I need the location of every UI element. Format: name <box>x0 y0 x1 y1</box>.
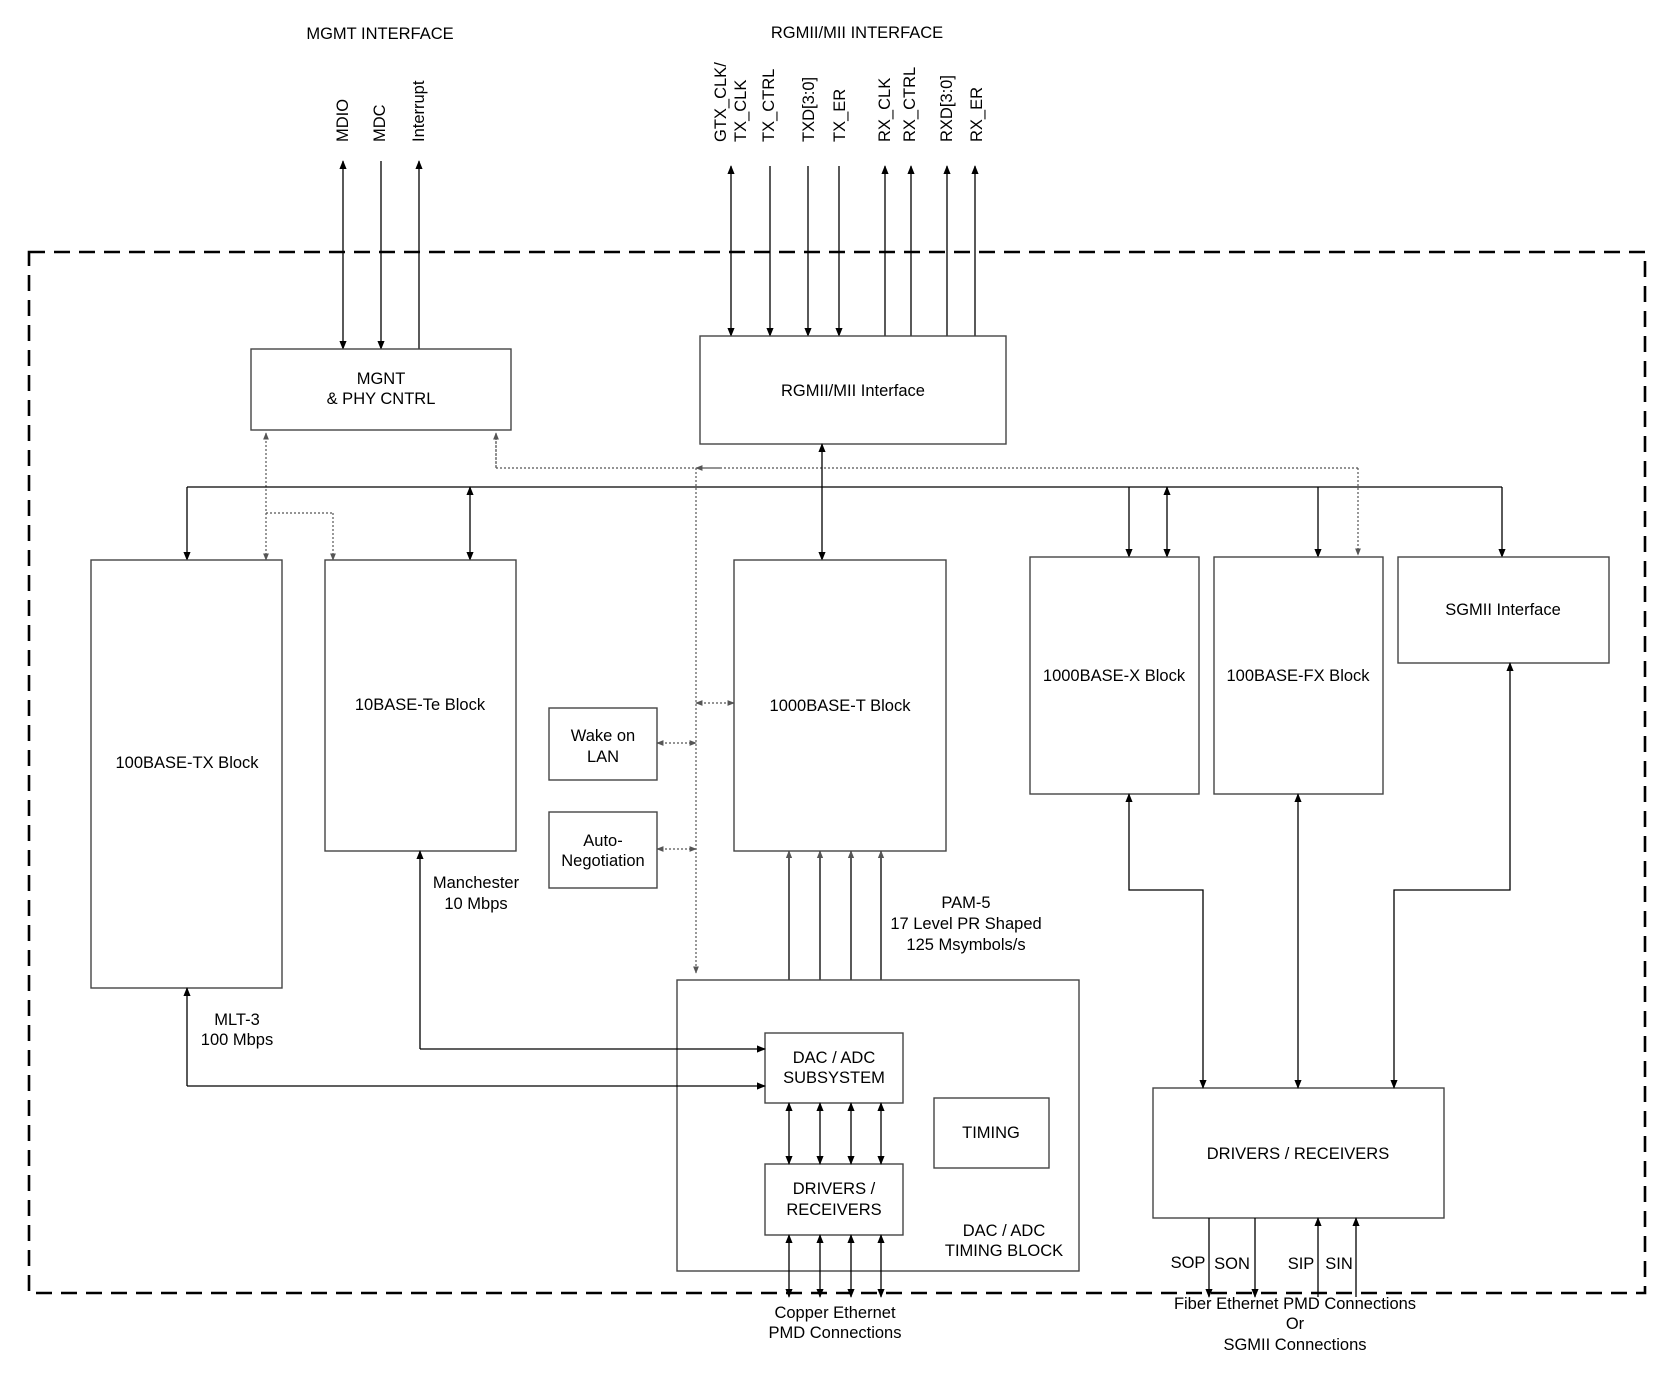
analog-routes <box>183 850 766 1090</box>
signal-sop: SOP <box>1171 1254 1206 1272</box>
copper-pmd-label-1: Copper Ethernet <box>774 1304 895 1322</box>
1000base-x-block <box>1029 556 1200 795</box>
signal-sip: SIP <box>1288 1255 1315 1273</box>
signal-gtx-clk: GTX_CLK/ <box>712 62 730 142</box>
rgmii-signal-lines <box>727 165 979 337</box>
100base-tx-label: 100BASE-TX Block <box>115 754 259 772</box>
fiber-drivers-receivers-block <box>1152 1087 1445 1219</box>
signal-rxd: RXD[3:0] <box>938 75 956 142</box>
mgmt-interface-header: MGMT INTERFACE <box>306 25 453 43</box>
signal-interrupt: Interrupt <box>410 80 428 142</box>
fiber-signal-lines <box>1205 1217 1360 1298</box>
copper-drivers-receivers-block <box>764 1163 904 1236</box>
copper-drivers-receivers-label-1: DRIVERS / <box>793 1180 876 1198</box>
wake-on-lan-block <box>548 707 658 781</box>
1000base-x-label: 1000BASE-X Block <box>1043 667 1186 685</box>
1000base-t-block <box>733 559 947 852</box>
fiber-pmd-label-2: Or <box>1286 1315 1305 1333</box>
rgmii-interface-header: RGMII/MII INTERFACE <box>771 24 943 42</box>
copper-drivers-receivers-label-2: RECEIVERS <box>786 1201 881 1219</box>
pam5-label-2: 17 Level PR Shaped <box>890 915 1041 933</box>
mlt3-label-1: MLT-3 <box>214 1011 260 1029</box>
auto-negotiation-label-2: Negotiation <box>561 852 644 870</box>
signal-tx-clk: TX_CLK <box>732 80 750 142</box>
1000base-t-label: 1000BASE-T Block <box>770 697 912 715</box>
signal-rx-er: RX_ER <box>968 87 986 142</box>
fiber-pmd-label-1: Fiber Ethernet PMD Connections <box>1174 1295 1416 1313</box>
signal-mdio: MDIO <box>334 99 352 142</box>
dac-adc-subsystem-label-2: SUBSYSTEM <box>783 1069 885 1087</box>
signal-sin: SIN <box>1325 1255 1353 1273</box>
mgmt-signal-lines <box>339 160 423 350</box>
mlt3-label-2: 100 Mbps <box>201 1031 273 1049</box>
data-bus <box>183 443 1506 561</box>
dac-adc-timing-label-1: DAC / ADC <box>963 1222 1046 1240</box>
fiber-links <box>1125 662 1514 1089</box>
fiber-drivers-receivers-label: DRIVERS / RECEIVERS <box>1207 1145 1389 1163</box>
dac-adc-timing-label-2: TIMING BLOCK <box>945 1242 1063 1260</box>
dac-adc-subsystem-label-1: DAC / ADC <box>793 1049 876 1067</box>
signal-tx-er: TX_ER <box>831 89 849 142</box>
chip-boundary <box>27 250 1647 1295</box>
auto-negotiation-label-1: Auto- <box>583 832 622 850</box>
timing-label: TIMING <box>962 1124 1020 1142</box>
dac-adc-subsystem-block <box>764 1032 904 1104</box>
sgmii-interface-label: SGMII Interface <box>1445 601 1561 619</box>
pam5-label-1: PAM-5 <box>941 894 990 912</box>
mgnt-phy-cntrl-label-1: MGNT <box>357 370 406 388</box>
fiber-pmd-label-3: SGMII Connections <box>1223 1336 1366 1354</box>
copper-pmd-label-2: PMD Connections <box>769 1324 902 1342</box>
signal-mdc: MDC <box>371 104 389 142</box>
rgmii-interface-block <box>699 335 1007 445</box>
manchester-label-2: 10 Mbps <box>444 895 507 913</box>
signal-son: SON <box>1214 1255 1250 1273</box>
10base-te-label: 10BASE-Te Block <box>355 696 486 714</box>
wake-on-lan-label-1: Wake on <box>571 727 636 745</box>
100base-tx-block <box>90 559 283 989</box>
signal-rx-clk: RX_CLK <box>876 78 894 142</box>
copper-links <box>785 1102 885 1298</box>
management-bus-dotted <box>263 432 1361 974</box>
wake-on-lan-label-2: LAN <box>587 748 619 766</box>
100base-fx-block <box>1213 556 1384 795</box>
signal-rx-ctrl: RX_CTRL <box>901 67 919 142</box>
sgmii-interface-block <box>1397 556 1610 664</box>
timing-block <box>933 1097 1050 1169</box>
rgmii-interface-label: RGMII/MII Interface <box>781 382 925 400</box>
mgnt-phy-cntrl-label-2: & PHY CNTRL <box>327 390 436 408</box>
signal-tx-ctrl: TX_CTRL <box>760 69 778 142</box>
signal-txd: TXD[3:0] <box>800 77 818 142</box>
mgnt-phy-cntrl-block <box>250 348 512 431</box>
100base-fx-label: 100BASE-FX Block <box>1226 667 1370 685</box>
pam5-label-3: 125 Msymbols/s <box>906 936 1025 954</box>
manchester-label-1: Manchester <box>433 874 520 892</box>
auto-negotiation-block <box>548 811 658 889</box>
